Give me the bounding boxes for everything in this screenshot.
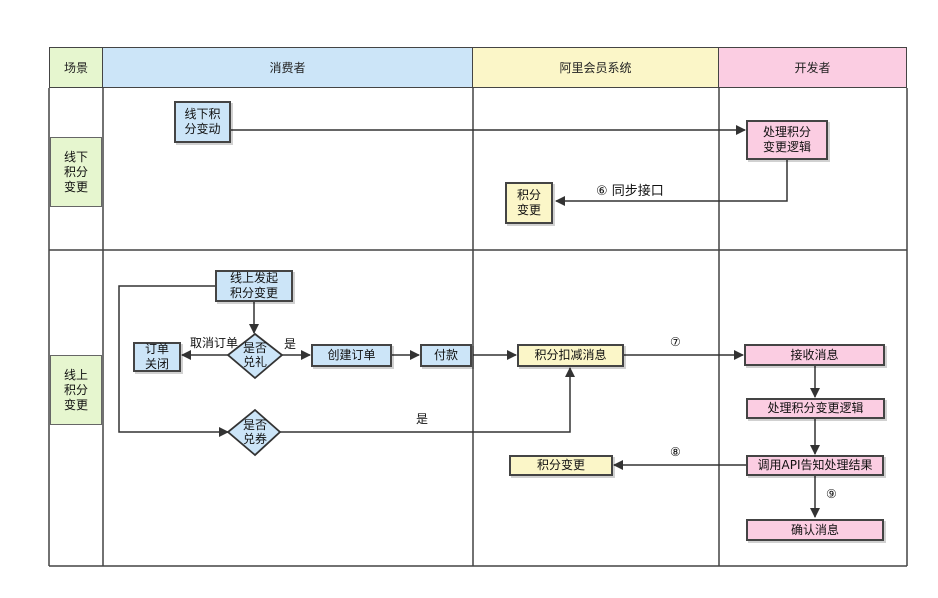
header-system: 阿里会员系统 bbox=[473, 47, 719, 88]
node-confirm-msg: 确认消息 bbox=[746, 519, 884, 541]
node-points-change-offline: 积分 变更 bbox=[505, 182, 553, 224]
row-label-online: 线上 积分 变更 bbox=[50, 355, 102, 425]
node-points-deduct-msg: 积分扣减消息 bbox=[517, 344, 624, 367]
node-receive-msg: 接收消息 bbox=[744, 344, 885, 366]
decision-redeem-gift-shape bbox=[226, 332, 284, 380]
node-process-change-label: 处理积分 变更逻辑 bbox=[762, 125, 811, 154]
label-step-7: ⑦ bbox=[670, 335, 681, 349]
header-developer: 开发者 bbox=[719, 47, 907, 88]
node-receive-msg-label: 接收消息 bbox=[790, 347, 839, 362]
label-sync-api: ⑥ 同步接口 bbox=[596, 184, 664, 199]
edge-coupon-to-msg bbox=[280, 367, 575, 433]
node-offline-change: 线下积 分变动 bbox=[174, 101, 231, 143]
row-label-offline: 线下 积分 变更 bbox=[50, 137, 102, 207]
decision-redeem-coupon-label: 是否 兑券 bbox=[242, 418, 267, 446]
node-points-deduct-msg-label: 积分扣减消息 bbox=[534, 348, 607, 362]
edge-initiate-to-coupon bbox=[118, 285, 229, 437]
header-scene: 场景 bbox=[49, 47, 103, 88]
node-online-initiate: 线上发起 积分变更 bbox=[215, 270, 293, 302]
header-developer-label: 开发者 bbox=[794, 61, 831, 75]
header-scene-label: 场景 bbox=[63, 61, 88, 75]
node-process-change: 处理积分 变更逻辑 bbox=[746, 120, 828, 160]
label-step-9: ⑨ bbox=[826, 487, 837, 501]
node-pay: 付款 bbox=[420, 344, 472, 367]
label-yes-coupon: 是 bbox=[416, 412, 429, 426]
node-pay-label: 付款 bbox=[433, 348, 458, 362]
label-step-8: ⑧ bbox=[670, 445, 681, 459]
node-points-change-online-label: 积分变更 bbox=[536, 458, 585, 472]
node-process-change-online: 处理积分变更逻辑 bbox=[746, 398, 885, 419]
node-points-change-offline-label: 积分 变更 bbox=[516, 188, 541, 217]
edge-process-to-change bbox=[555, 159, 788, 206]
decision-redeem-coupon-shape bbox=[226, 408, 282, 457]
row-label-offline-text: 线下 积分 变更 bbox=[63, 149, 88, 194]
node-call-api-label: 调用API告知处理结果 bbox=[757, 458, 873, 472]
node-offline-change-label: 线下积 分变动 bbox=[184, 107, 221, 136]
node-order-close: 订单 关闭 bbox=[133, 342, 181, 372]
node-confirm-msg-label: 确认消息 bbox=[790, 522, 839, 537]
node-call-api: 调用API告知处理结果 bbox=[746, 455, 884, 476]
header-system-label: 阿里会员系统 bbox=[559, 61, 632, 75]
node-create-order: 创建订单 bbox=[311, 344, 392, 367]
decision-redeem-gift-label: 是否 兑礼 bbox=[242, 341, 267, 369]
label-cancel-order: 取消订单 bbox=[190, 336, 239, 350]
node-create-order-label: 创建订单 bbox=[327, 348, 376, 362]
node-points-change-online: 积分变更 bbox=[509, 455, 613, 476]
row-label-online-text: 线上 积分 变更 bbox=[63, 367, 88, 412]
label-yes-gift: 是 bbox=[284, 337, 297, 351]
node-process-change-online-label: 处理积分变更逻辑 bbox=[767, 401, 864, 415]
header-consumer-label: 消费者 bbox=[269, 61, 306, 75]
node-online-initiate-label: 线上发起 积分变更 bbox=[229, 271, 278, 300]
header-consumer: 消费者 bbox=[103, 47, 473, 88]
node-order-close-label: 订单 关闭 bbox=[144, 342, 169, 371]
